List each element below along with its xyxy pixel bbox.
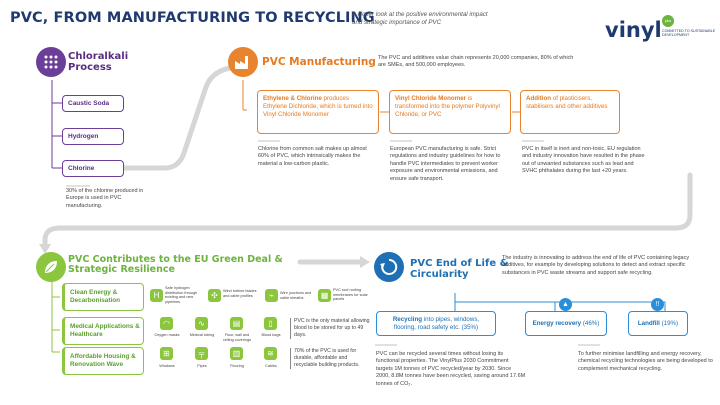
logo-tagline: COMMITTED TO SUSTAINABLE DEVELOPMENT [662, 29, 716, 38]
icon-label: Wire junctions and cable sheaths [280, 291, 312, 300]
window-icon: ⊞ [160, 347, 173, 360]
manufacturing-note-1: Chlorine from common salt makes up almos… [258, 146, 367, 167]
end-of-life-intro: The industry is innovating to address th… [502, 255, 690, 276]
icon-label: Oxygen masks [154, 333, 180, 337]
manufacturing-note-3: PVC in itself is inert and non-toxic. EU… [522, 146, 645, 175]
cables-icon: ≋ [264, 347, 277, 360]
eol-recycling-note: PVC can be recycled several times withou… [376, 351, 526, 387]
connector-chlorine-to-manufacturing [121, 63, 241, 171]
connector-man-steps [242, 80, 520, 113]
icon-label: Medical tubing [189, 333, 215, 337]
medical-note: PVC is the only material allowing blood … [290, 318, 370, 340]
icon-label: Blood bags [261, 333, 281, 337]
arrow-head [39, 244, 51, 254]
eol-energy-recovery: Energy recovery (46%) [525, 311, 607, 336]
manufacturing-intro: The PVC and additives value chain repres… [378, 55, 574, 69]
icon-label: Floor, wall and ceiling coverings [222, 333, 252, 342]
eol-landfill: Landfill (19%) [628, 311, 688, 336]
eu-row-housing: Affordable Housing & Renovation Wave [62, 347, 144, 375]
page-subtitle: A closer look at the positive environmen… [352, 11, 488, 27]
eu-row-medical: Medical Applications & Healthcare [62, 317, 144, 345]
end-of-life-title: PVC End of Life & Circularity [410, 258, 509, 280]
chloralkali-title: Chloralkali Process [68, 51, 129, 73]
chloralkali-item-hydrogen: Hydrogen [62, 128, 124, 145]
icon-label: Flooring [230, 364, 244, 368]
eol-recycling: Recycling into pipes, windows, flooring,… [376, 311, 496, 336]
chloralkali-note: 30% of the chlorine produced in Europe i… [66, 188, 144, 209]
manufacturing-title: PVC Manufacturing [262, 56, 376, 68]
oxygen-mask-icon: ◠ [160, 317, 173, 330]
connector-eu-bracket [51, 268, 60, 353]
manufacturing-note-2: European PVC manufacturing is safe. Stri… [390, 146, 501, 182]
manufacturing-step-additives: Addition of plasticisers, stabilisers an… [520, 90, 620, 134]
logo-badge: plus [662, 15, 674, 27]
eu-row-clean-energy: Clean Energy & Decarbonisation [62, 283, 144, 311]
manufacturing-step-ethylene: Ethylene & Chlorine produces Ethylene Di… [257, 90, 379, 134]
floor-covering-icon: ▤ [230, 317, 243, 330]
tubing-icon: ∿ [195, 317, 208, 330]
housing-note: 70% of the PVC is used for durable, affo… [290, 348, 370, 370]
hydrogen-pipe-icon: H [150, 289, 163, 302]
manufacturing-step-vcm: Vinyl Chloride Monomer is transformed in… [389, 90, 511, 134]
flooring-icon: ▥ [230, 347, 243, 360]
icon-label: Cables [265, 364, 277, 368]
eu-deal-title: PVC Contributes to the EU Green Deal & S… [68, 254, 283, 276]
wind-turbine-icon: ✣ [208, 289, 221, 302]
chloralkali-item-caustic-soda: Caustic Soda [62, 95, 124, 112]
eol-landfill-note: To further minimise landfilling and ener… [578, 351, 713, 372]
icon-label: Wind turbine blades and cable profiles [223, 289, 257, 298]
recycle-icon [374, 252, 404, 282]
blood-bag-icon: ▯ [264, 317, 277, 330]
logo: vinyl [605, 18, 662, 42]
pipe-icon: ╤ [195, 347, 208, 360]
connector-chloralkali-bracket [51, 80, 62, 169]
page-title: PVC, FROM MANUFACTURING TO RECYCLING [10, 10, 375, 26]
icon-label: Safe hydrogen distribution through exist… [165, 286, 198, 304]
icon-label: Windows [159, 364, 175, 368]
icon-label: Pipes [197, 364, 207, 368]
cable-icon: ⌁ [265, 289, 278, 302]
factory-icon [228, 47, 258, 77]
icon-label: PVC roof roofing membranes for solar pan… [333, 288, 368, 302]
arrow-head [360, 256, 370, 268]
grass-icon: ‼ [651, 298, 664, 311]
chloralkali-item-chlorine: Chlorine [62, 160, 124, 177]
leaf-icon [36, 252, 66, 282]
flame-icon: ▲ [559, 298, 572, 311]
molecule-icon [36, 47, 66, 77]
connector-manufacturing-to-eu [42, 172, 693, 249]
solar-panel-icon: ▦ [318, 289, 331, 302]
